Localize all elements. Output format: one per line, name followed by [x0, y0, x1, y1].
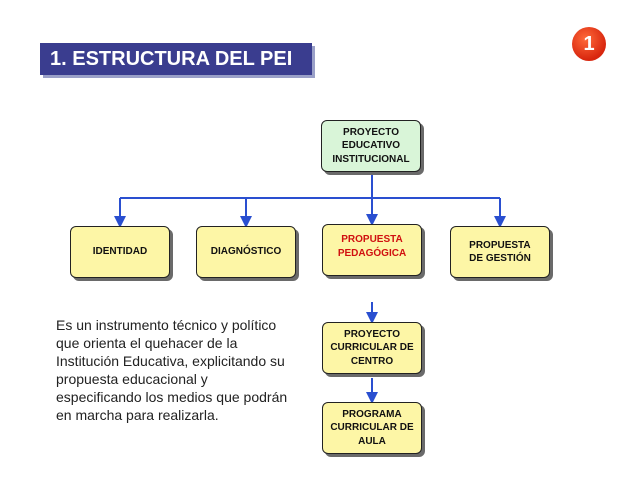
programa-line-2: CURRICULAR DE — [330, 422, 414, 434]
identidad-label: IDENTIDAD — [92, 246, 148, 258]
programa-line-1: PROGRAMA — [342, 408, 402, 420]
gestion-line-2: DE GESTIÓN — [469, 253, 531, 264]
root-box-proyecto-educativo: PROYECTO EDUCATIVO INSTITUCIONAL — [321, 120, 421, 172]
pedagogica-line-2: PEDAGÓGICA — [337, 247, 407, 259]
root-line-3: INSTITUCIONAL — [332, 153, 410, 165]
pedagogica-line-1: PROPUESTA — [341, 234, 403, 245]
curricular-line-2: CURRICULAR DE — [330, 342, 414, 354]
curricular-line-3: CENTRO — [350, 355, 394, 367]
diagnostico-label: DIAGNÓSTICO — [210, 246, 282, 258]
box-propuesta-gestion: PROPUESTA DE GESTIÓN — [450, 226, 550, 278]
box-proyecto-curricular: PROYECTO CURRICULAR DE CENTRO — [322, 322, 422, 374]
curricular-line-1: PROYECTO — [344, 328, 400, 340]
programa-line-3: AULA — [358, 435, 386, 447]
root-line-1: PROYECTO — [343, 126, 399, 138]
box-programa-curricular: PROGRAMA CURRICULAR DE AULA — [322, 402, 422, 454]
gestion-line-1: PROPUESTA — [469, 239, 531, 251]
slide-number-badge: 1 — [572, 27, 606, 61]
box-identidad: IDENTIDAD — [70, 226, 170, 278]
slide-title: 1. ESTRUCTURA DEL PEI — [40, 43, 312, 75]
box-propuesta-pedagogica: PROPUESTA PEDAGÓGICA — [322, 224, 422, 276]
root-line-2: EDUCATIVO — [341, 140, 401, 152]
pei-description: Es un instrumento técnico y político que… — [56, 317, 288, 423]
box-diagnostico: DIAGNÓSTICO — [196, 226, 296, 278]
